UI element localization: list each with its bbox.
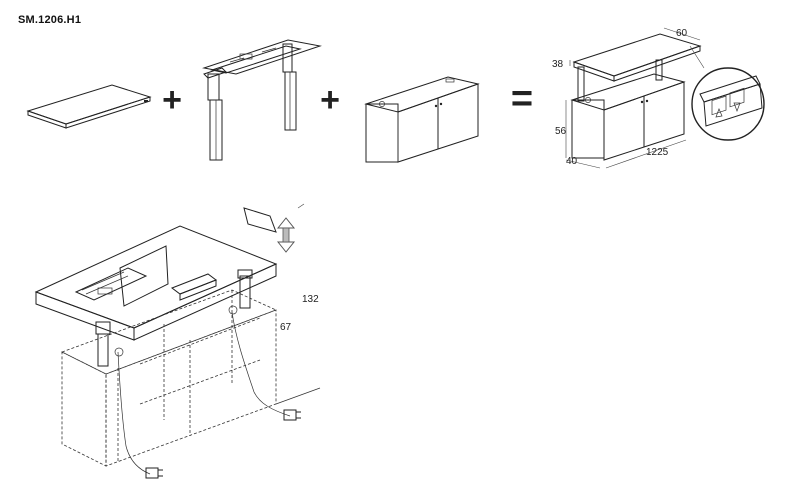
- down-arrow-button-icon: [729, 87, 745, 112]
- dim-top-thickness: 38: [552, 59, 564, 70]
- cabinet-illustration: [364, 76, 480, 163]
- up-arrow-button-icon: [711, 95, 727, 118]
- desktop-panel-illustration: [26, 84, 152, 129]
- height-adjust-arrow-icon: [276, 217, 296, 253]
- dim-length: 1225: [646, 147, 669, 158]
- equals-operator: =: [511, 78, 533, 120]
- detailed-desk-illustration: [34, 203, 321, 479]
- plus-operator-1: +: [162, 81, 182, 119]
- control-panel-callout: [691, 67, 765, 141]
- model-code-label: SM.1206.H1: [18, 14, 82, 26]
- dim-cabinet-height: 56: [555, 126, 567, 137]
- dim-total-height: 132: [302, 294, 319, 305]
- assembled-desk-illustration: [565, 27, 705, 169]
- dim-cabinet-depth: 40: [566, 156, 578, 167]
- dim-depth: 60: [676, 28, 688, 39]
- dim-desk-height: 67: [280, 322, 292, 333]
- frame-legs-illustration: [202, 39, 322, 161]
- plus-operator-2: +: [320, 81, 340, 119]
